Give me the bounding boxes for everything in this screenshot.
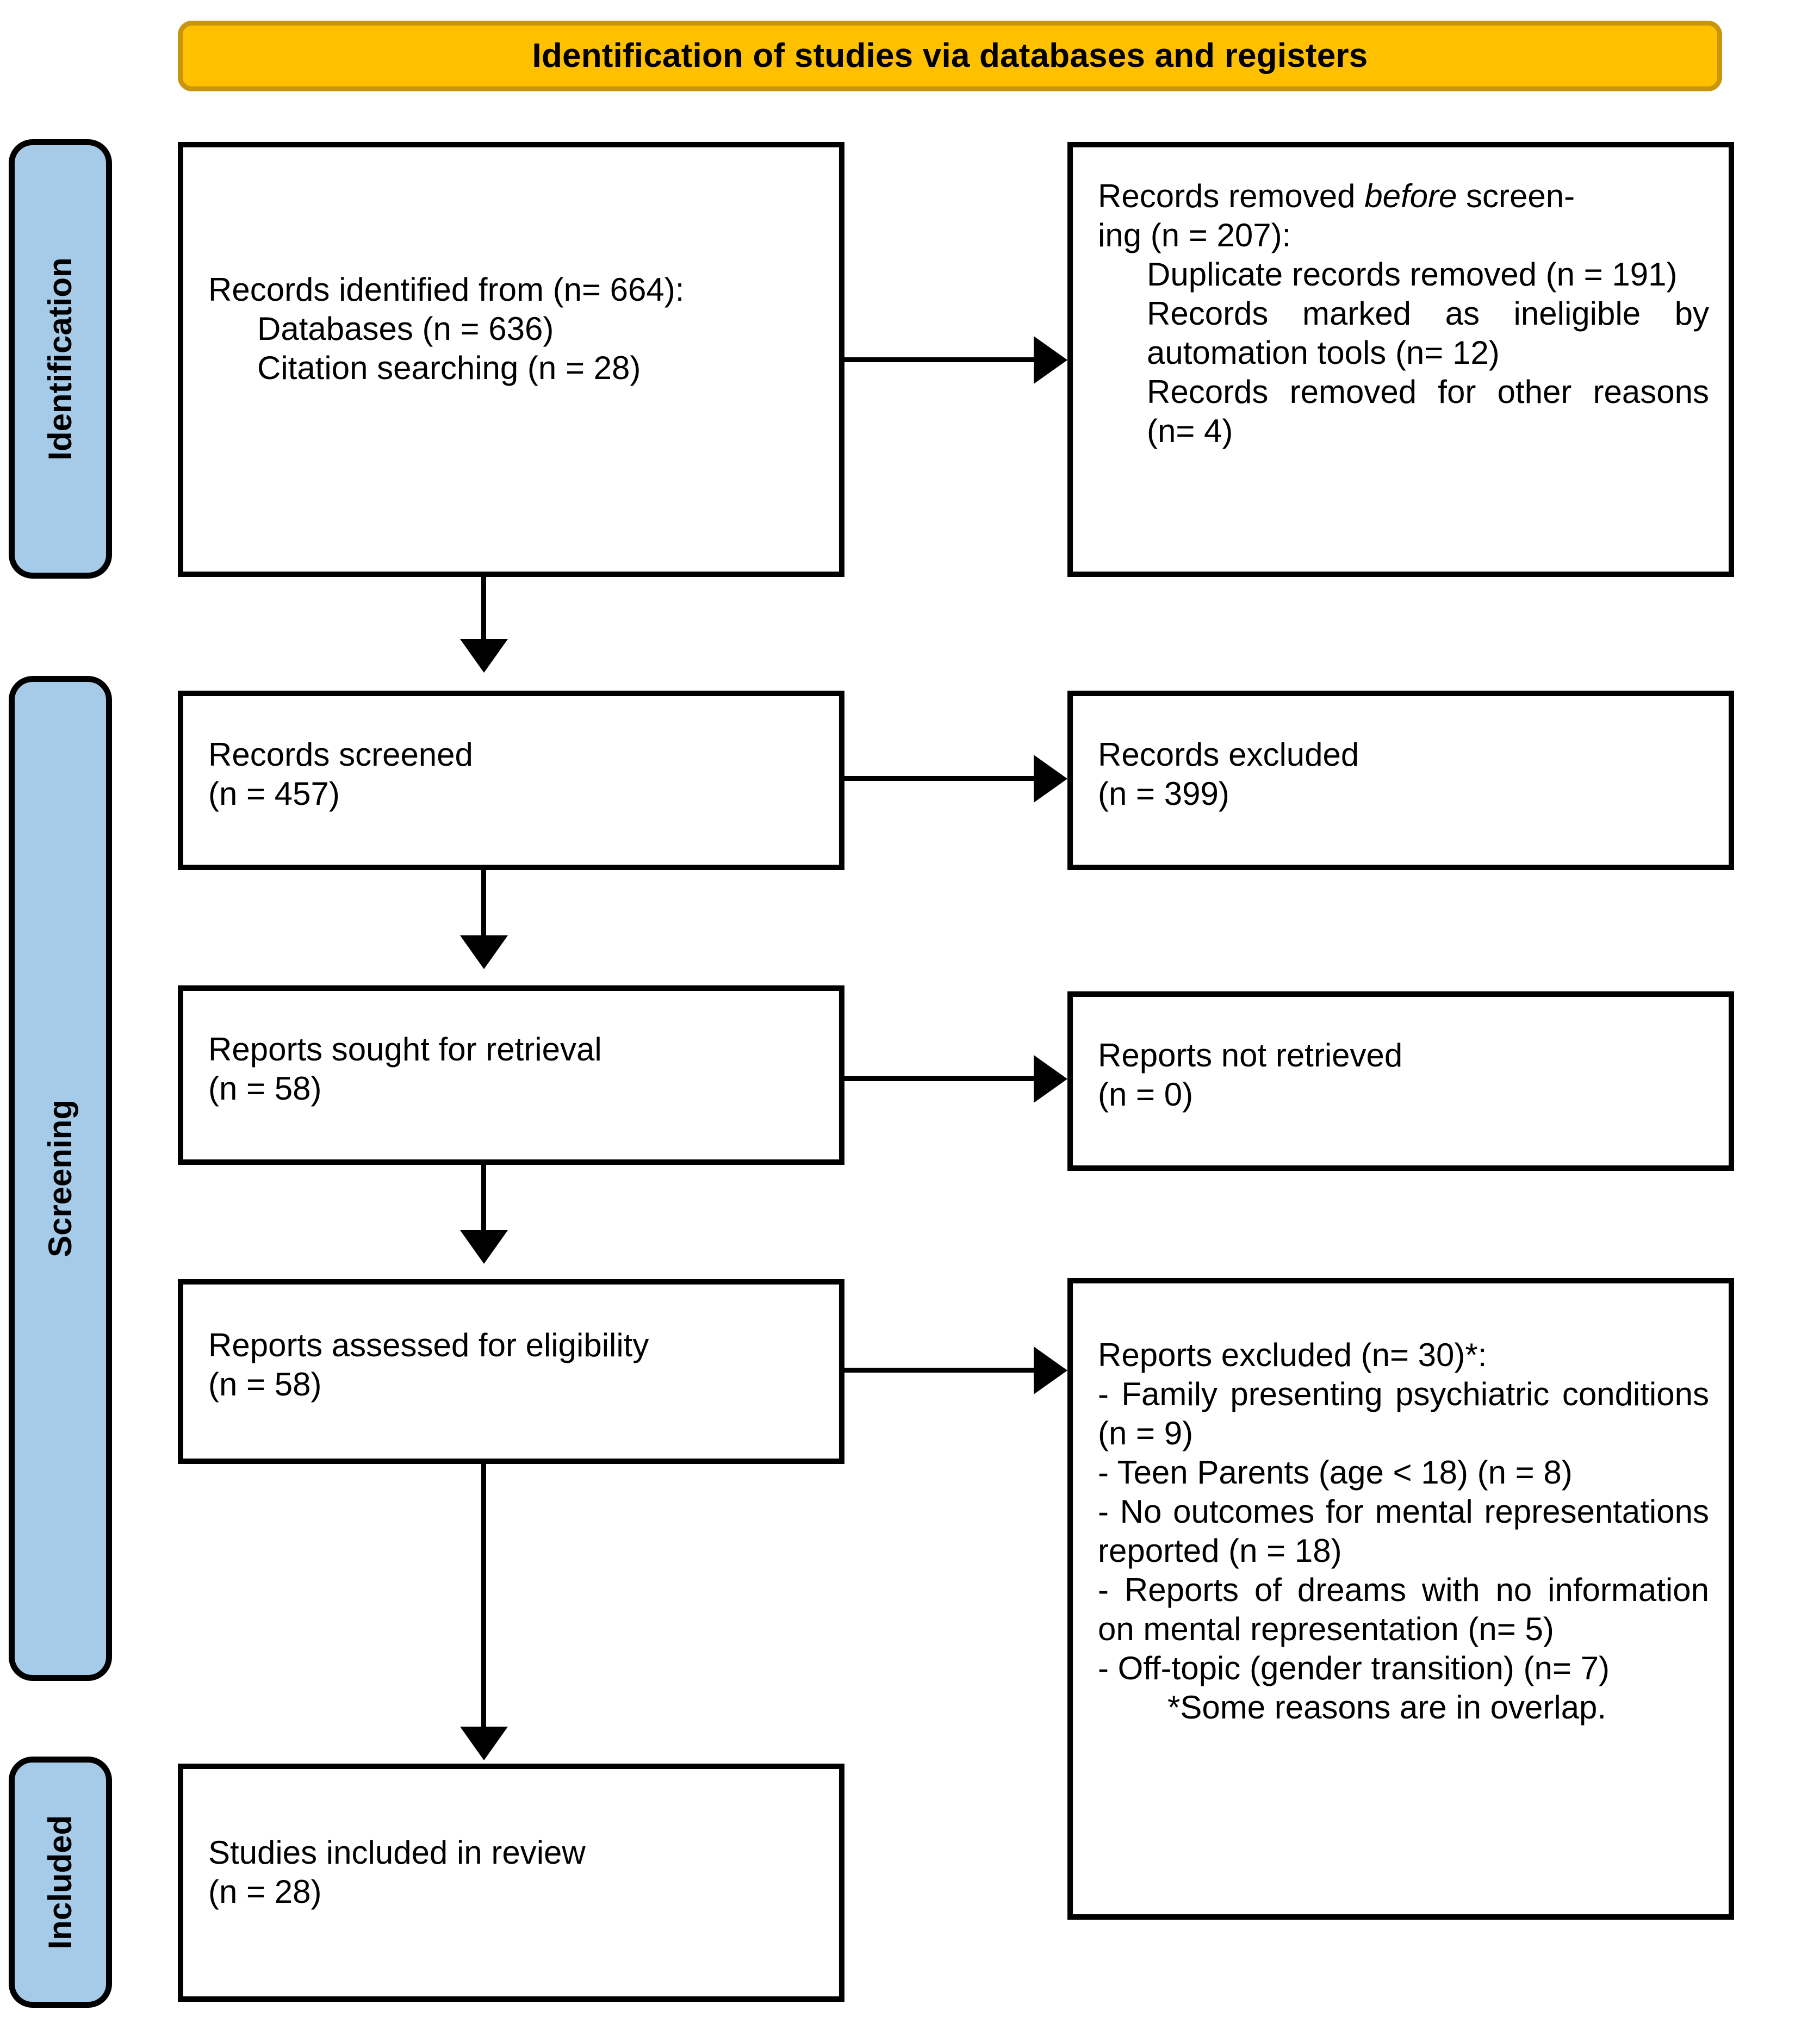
records-excluded-line-1: Records excluded: [1098, 736, 1359, 773]
reports-not-retrieved-line-1: Reports not retrieved: [1098, 1037, 1403, 1074]
diagram-title: Identification of studies via databases …: [532, 37, 1368, 75]
connector-sought-to-assessed-line: [481, 1165, 486, 1234]
reports-excluded-reason-2: - Teen Parents (age < 18) (n = 8): [1098, 1454, 1573, 1491]
connector-sought-to-notretrieved-line: [844, 1076, 1036, 1081]
connector-sought-to-assessed-arrow: [460, 1230, 508, 1264]
connector-identified-to-removed-arrow: [1034, 336, 1067, 384]
records-removed-heading-cont: ing (n = 207):: [1098, 217, 1291, 253]
records-identified-line-3: Citation searching (n = 28): [257, 350, 641, 386]
phase-label-identification: Identification: [42, 257, 78, 461]
records-screened-line-1: Records screened: [208, 736, 473, 773]
connector-identified-to-removed-line: [844, 357, 1036, 362]
connector-screened-to-excluded-line: [844, 776, 1036, 781]
reports-assessed-line-1: Reports assessed for eligibility: [208, 1327, 649, 1363]
phase-label-screening: Screening: [42, 1099, 78, 1258]
phase-sidebar-identification: Identification: [9, 139, 112, 579]
records-identified-line-1: Records identified from (n= 664):: [208, 271, 685, 308]
connector-screened-to-sought-arrow: [460, 935, 508, 969]
reports-excluded-reason-5: - Off-topic (gender transition) (n= 7): [1098, 1650, 1610, 1686]
connector-sought-to-notretrieved-arrow: [1034, 1055, 1067, 1103]
records-removed-reason-3: Records removed for other reasons (n= 4): [1147, 374, 1709, 449]
reports-assessed-line-2: (n = 58): [208, 1366, 322, 1403]
studies-included-line-1: Studies included in review: [208, 1834, 586, 1871]
box-reports-not-retrieved: Reports not retrieved (n = 0): [1067, 991, 1734, 1171]
box-records-excluded: Records excluded (n = 399): [1067, 691, 1734, 870]
box-records-screened: Records screened (n = 457): [178, 691, 844, 870]
reports-excluded-reason-3: - No outcomes for mental representations…: [1098, 1493, 1709, 1569]
records-removed-heading-emphasis: before: [1364, 178, 1457, 214]
reports-excluded-footnote: *Some reasons are in overlap.: [1167, 1689, 1607, 1726]
box-records-removed-before-screening: Records removed before screen- ing (n = …: [1067, 142, 1734, 577]
connector-screened-to-excluded-arrow: [1034, 755, 1067, 803]
records-excluded-line-2: (n = 399): [1098, 775, 1229, 812]
records-screened-line-2: (n = 457): [208, 775, 340, 812]
phase-sidebar-screening: Screening: [9, 676, 112, 1681]
connector-screened-to-sought-line: [481, 870, 486, 940]
phase-sidebar-included: Included: [9, 1757, 112, 2008]
box-studies-included: Studies included in review (n = 28): [178, 1764, 844, 2002]
reports-excluded-reason-4: - Reports of dreams with no information …: [1098, 1572, 1709, 1647]
box-reports-excluded: Reports excluded (n= 30)*: - Family pres…: [1067, 1278, 1734, 1920]
diagram-title-banner: Identification of studies via databases …: [178, 21, 1722, 91]
records-removed-reason-2: Records marked as ineligible by automati…: [1147, 295, 1709, 371]
connector-assessed-to-excluded-line: [844, 1368, 1036, 1373]
records-removed-reason-1: Duplicate records removed (n = 191): [1147, 256, 1678, 293]
reports-sought-line-2: (n = 58): [208, 1070, 322, 1107]
records-removed-heading-part-2: screen-: [1457, 178, 1575, 214]
connector-assessed-to-excluded-arrow: [1034, 1347, 1067, 1394]
records-removed-heading: Records removed before screen-: [1098, 177, 1709, 216]
reports-not-retrieved-line-2: (n = 0): [1098, 1076, 1194, 1113]
studies-included-line-2: (n = 28): [208, 1873, 322, 1910]
box-records-identified: Records identified from (n= 664): Databa…: [178, 142, 844, 577]
box-reports-sought: Reports sought for retrieval (n = 58): [178, 985, 844, 1165]
connector-identified-to-screened-line: [481, 577, 486, 643]
reports-excluded-reason-1: - Family presenting psychiatric conditio…: [1098, 1376, 1709, 1451]
reports-excluded-heading: Reports excluded (n= 30)*:: [1098, 1337, 1487, 1373]
connector-assessed-to-included-arrow: [460, 1727, 508, 1760]
reports-sought-line-1: Reports sought for retrieval: [208, 1031, 602, 1068]
box-reports-assessed: Reports assessed for eligibility (n = 58…: [178, 1279, 844, 1464]
phase-label-included: Included: [42, 1815, 78, 1950]
connector-identified-to-screened-arrow: [460, 639, 508, 673]
connector-assessed-to-included-line: [481, 1464, 486, 1730]
records-identified-line-2: Databases (n = 636): [257, 311, 554, 347]
records-removed-heading-part-1: Records removed: [1098, 178, 1365, 214]
